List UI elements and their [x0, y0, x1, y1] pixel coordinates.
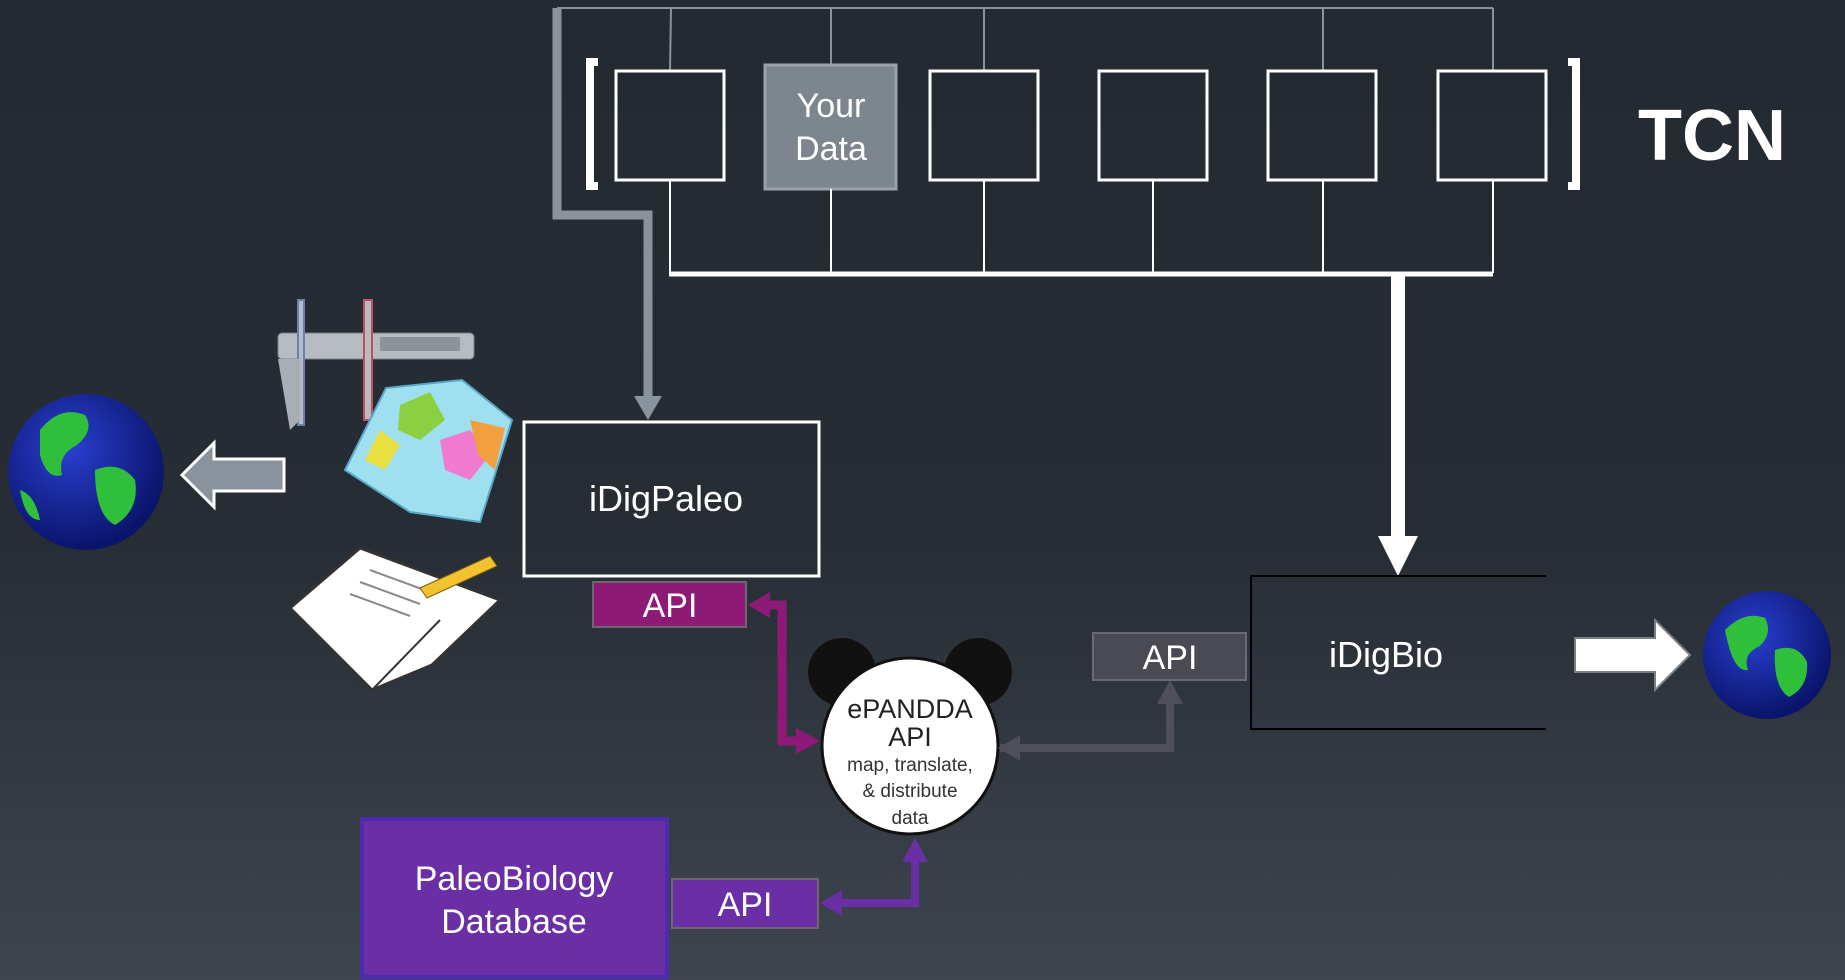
tcn-box-6 — [1436, 69, 1548, 182]
left-bracket — [586, 58, 598, 190]
paleo-api-arrowhead — [748, 592, 770, 618]
pbdb-api-badge — [671, 878, 819, 929]
epandda-magenta-arrowhead — [796, 728, 820, 754]
your-data-box — [763, 63, 898, 191]
paleo-epandda-connector — [760, 600, 800, 746]
epandda-panda-icon — [808, 638, 1012, 836]
idigpaleo-label: iDigPaleo — [589, 478, 743, 519]
epandda-api: API — [888, 722, 932, 752]
tcn-network: Your Data TCN — [552, 7, 1786, 576]
idigpaleo-api-badge — [592, 581, 747, 628]
pbdb-label-line1: PaleoBiology — [415, 860, 613, 898]
export-arrow-right-icon — [1574, 617, 1692, 693]
epandda-title: ePANDDA — [847, 694, 973, 724]
tcn-box-3 — [928, 69, 1040, 182]
idigbio-label: iDigBio — [1329, 634, 1443, 675]
epandda-purple-arrowhead — [902, 838, 928, 862]
epandda-grey-arrowhead — [998, 735, 1020, 761]
bio-api-arrowhead — [1157, 680, 1183, 704]
right-bracket — [1568, 58, 1580, 190]
tcn-label: TCN — [1638, 96, 1786, 176]
tcn-box-1 — [614, 69, 726, 182]
pbdb-api-label: API — [718, 886, 773, 924]
idigpaleo-box — [522, 420, 821, 578]
tcn-bottom-drops — [669, 180, 1494, 273]
tcn-box-5 — [1266, 69, 1378, 182]
idigbio-api-badge — [1092, 632, 1247, 681]
your-data-line2: Data — [795, 130, 867, 168]
your-data-line1: Your — [797, 87, 866, 125]
tcn-box-4 — [1097, 69, 1209, 182]
epandda-desc-1: map, translate, — [847, 755, 973, 776]
tcn-boxes — [614, 69, 1548, 182]
globe-right-icon — [1703, 591, 1831, 719]
idigpaleo-api-label: API — [643, 587, 698, 625]
idigbio-api-label: API — [1143, 639, 1198, 677]
bio-epandda-connector — [1000, 700, 1174, 752]
pbdb-label-line2: Database — [441, 903, 587, 941]
map-icon — [343, 378, 514, 524]
idigpaleo-arrowhead — [634, 396, 662, 420]
idigbio-box — [1250, 575, 1546, 730]
epandda-desc-2: & distribute — [862, 781, 957, 802]
notebook-icon — [287, 546, 503, 692]
globe-left-icon — [8, 394, 164, 550]
tcn-top-drops — [669, 7, 1494, 71]
export-arrow-left-icon — [179, 439, 286, 511]
epandda-desc-3: data — [892, 808, 929, 829]
idigbio-arrowhead — [1378, 536, 1418, 576]
tcn-to-idigpaleo-line — [552, 8, 653, 398]
pbdb-api-arrowhead — [820, 890, 842, 916]
pbdb-box — [360, 817, 669, 979]
pbdb-epandda-connector — [840, 858, 919, 907]
caliper-icon — [277, 299, 475, 430]
